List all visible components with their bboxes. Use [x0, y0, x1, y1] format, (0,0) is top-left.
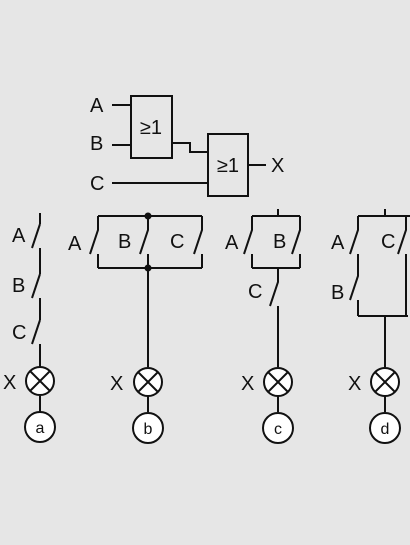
circuit-b-switch-a: [89, 216, 99, 268]
circuit-c-lamp: [263, 367, 293, 397]
logic-output-x-label: X: [271, 155, 284, 177]
circuit-c-switch-a-label: A: [225, 232, 239, 254]
circuit-a-switch-c-label: C: [12, 322, 26, 344]
circuit-b-switch-c: [193, 216, 203, 268]
circuit-b-badge: [132, 412, 164, 444]
or-gate-2: [207, 133, 249, 197]
circuit-d-lamp-label: X: [348, 373, 361, 395]
circuit-b: A B C X b: [68, 212, 203, 444]
logic-input-b-label: B: [90, 133, 103, 155]
or-gate-1: [130, 95, 173, 159]
circuit-c-caption: c: [274, 421, 282, 438]
logic-wire-gate1-gate2: [172, 142, 208, 153]
circuit-b-switch-c-label: C: [170, 231, 184, 253]
circuit-a-badge: [24, 411, 56, 443]
logic-input-a-label: A: [90, 95, 104, 117]
circuit-d-badge: [369, 412, 401, 444]
circuit-d: A C B X d: [331, 209, 410, 444]
circuit-d-switch-c-label: C: [381, 231, 395, 253]
circuit-a-switch-b-label: B: [12, 275, 25, 297]
circuit-c-switch-c-label: C: [248, 281, 262, 303]
circuit-c-switch-b: [291, 216, 301, 268]
logic-input-c-label: C: [90, 173, 104, 195]
circuit-d-switch-c: [397, 216, 407, 316]
circuit-a-lamp-label: X: [3, 372, 16, 394]
circuit-b-switch-b-label: B: [118, 231, 131, 253]
circuit-a-switch-a-label: A: [12, 225, 26, 247]
circuit-d-caption: d: [381, 421, 390, 438]
circuit-d-switch-a-label: A: [331, 232, 345, 254]
circuit-d-switches-a-b: [349, 216, 359, 316]
circuit-c-switch-a: [243, 216, 253, 268]
circuit-a: A B C X a: [3, 213, 56, 443]
circuit-b-switch-a-label: A: [68, 233, 82, 255]
circuit-b-lamp: [133, 367, 163, 397]
circuit-c-lamp-label: X: [241, 373, 254, 395]
circuit-a-switch-b: [31, 273, 41, 299]
circuit-b-caption: b: [144, 421, 153, 438]
or-gate-2-label: ≥1: [217, 155, 239, 177]
circuit-a-switch-a: [31, 223, 41, 249]
circuit-d-lamp: [370, 367, 400, 397]
or-gate-1-label: ≥1: [140, 117, 162, 139]
circuit-c-badge: [262, 412, 294, 444]
circuit-d-switch-b-label: B: [331, 282, 344, 304]
logic-gate-diagram: A B C ≥1 ≥1 X: [90, 95, 284, 197]
circuit-a-lamp: [25, 366, 55, 396]
circuit-b-lamp-label: X: [110, 373, 123, 395]
circuit-a-switch-c: [31, 319, 41, 345]
circuit-c-switch-c: [269, 268, 279, 367]
circuit-c-switch-b-label: B: [273, 231, 286, 253]
circuit-b-switch-b: [139, 216, 149, 268]
circuit-a-caption: a: [36, 420, 45, 437]
circuit-c: A B C X c: [225, 209, 301, 444]
